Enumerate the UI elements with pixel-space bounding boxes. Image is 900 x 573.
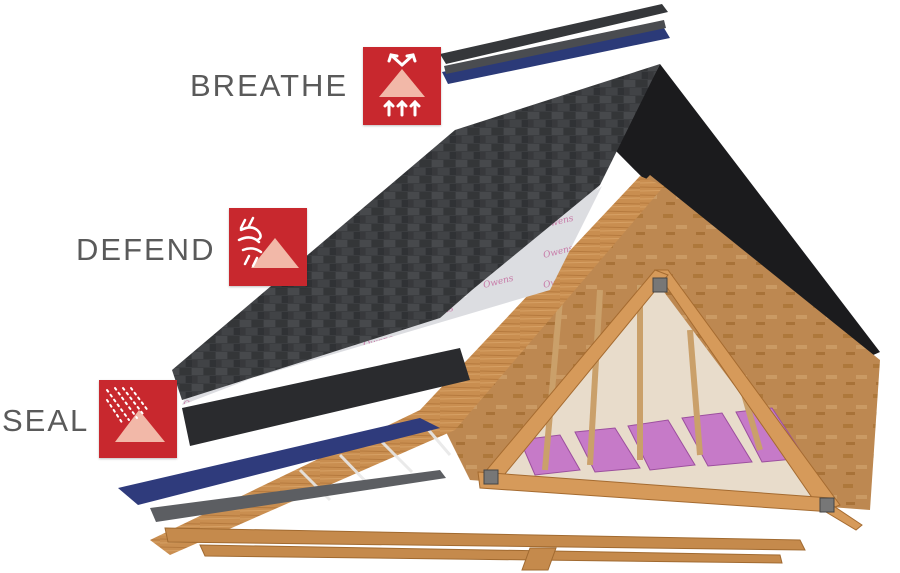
roof-truss xyxy=(477,269,863,531)
layer-label-breathe: BREATHE xyxy=(190,68,349,103)
floor-joists xyxy=(164,527,806,571)
roof-deck xyxy=(150,176,664,555)
wind-rain-icon xyxy=(229,208,307,286)
rear-shingle-slope xyxy=(615,64,880,372)
layer-label-defend: DEFEND xyxy=(76,232,216,267)
drip-edge xyxy=(118,418,440,505)
ridge-vent xyxy=(442,28,670,84)
underlayment xyxy=(182,186,602,405)
ventilation-icon xyxy=(363,47,441,125)
ice-water-shield xyxy=(182,348,470,446)
shingle-field xyxy=(172,64,660,400)
ridge-cap xyxy=(440,4,668,64)
layer-label-seal: SEAL xyxy=(2,403,90,438)
rain-seal-icon xyxy=(99,380,177,458)
starter-strip xyxy=(150,470,446,522)
